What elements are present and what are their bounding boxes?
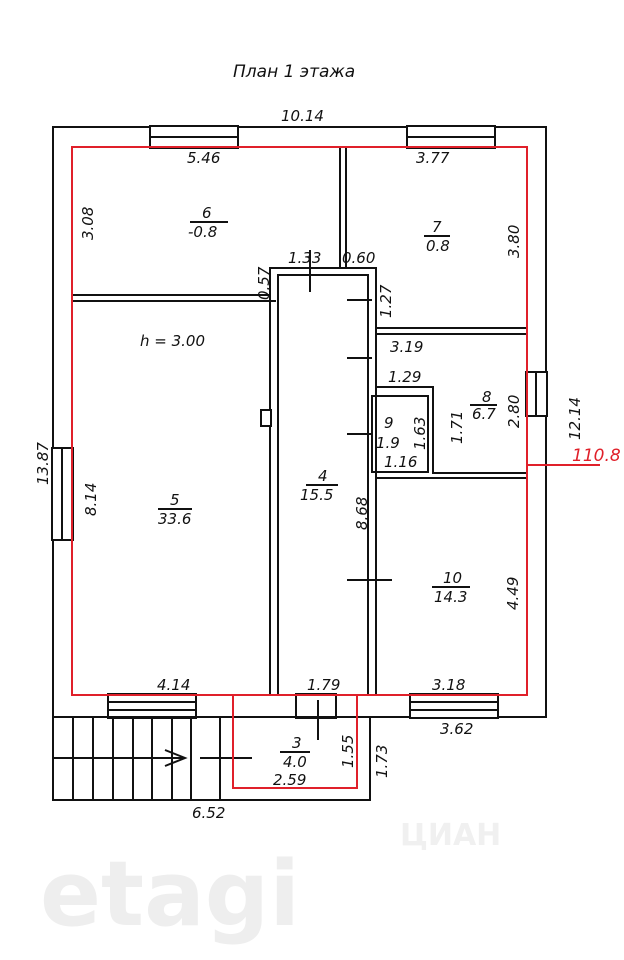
svg-text:1.71: 1.71 <box>448 411 466 444</box>
room-labels: 34.0 415.5 533.6 6-0.8 70.8 86.7 91.9 10… <box>140 204 497 771</box>
svg-text:8.14: 8.14 <box>82 483 100 516</box>
svg-text:3: 3 <box>292 734 302 752</box>
svg-text:4.14: 4.14 <box>157 676 190 694</box>
svg-text:10: 10 <box>443 569 462 587</box>
svg-text:1.73: 1.73 <box>373 745 391 778</box>
svg-text:3.80: 3.80 <box>505 225 523 258</box>
plan-title: План 1 этажа <box>233 62 355 82</box>
room-6-label: 6-0.8 <box>188 204 228 241</box>
svg-text:3.62: 3.62 <box>440 720 473 738</box>
svg-text:8: 8 <box>482 388 492 406</box>
window-bottom-right <box>409 693 499 719</box>
total-area: 110.8 <box>572 446 621 466</box>
svg-text:13.87: 13.87 <box>34 442 52 485</box>
svg-text:0.60: 0.60 <box>342 249 375 267</box>
svg-text:1.79: 1.79 <box>307 676 340 694</box>
svg-text:-0.8: -0.8 <box>188 223 217 241</box>
svg-text:3.77: 3.77 <box>416 149 450 167</box>
svg-text:1.16: 1.16 <box>384 453 417 471</box>
watermark-cian: ЦИАН <box>400 818 501 853</box>
svg-text:33.6: 33.6 <box>158 510 191 528</box>
watermark-etagi: etagi <box>40 842 300 947</box>
svg-text:8.68: 8.68 <box>353 497 371 530</box>
room-9-label: 91.9 <box>376 414 400 452</box>
svg-text:5: 5 <box>170 491 180 509</box>
area-outline <box>71 146 600 789</box>
svg-text:0.57: 0.57 <box>255 266 273 300</box>
svg-text:3.19: 3.19 <box>390 338 423 356</box>
window-bottom-left <box>107 693 197 719</box>
svg-text:9: 9 <box>384 414 394 432</box>
svg-text:2.59: 2.59 <box>273 771 306 789</box>
svg-text:1.27: 1.27 <box>377 284 395 318</box>
svg-text:4: 4 <box>318 467 328 485</box>
room-4-label: 415.5 <box>300 467 338 504</box>
entrance-door <box>295 693 337 719</box>
dimensions: 10.14 5.46 3.77 1.33 0.60 3.19 1.29 1.16… <box>34 107 584 822</box>
svg-text:7: 7 <box>432 218 442 236</box>
svg-text:1.33: 1.33 <box>288 249 321 267</box>
room-3-label: 34.0 <box>280 734 310 771</box>
porch-stairs <box>52 716 371 801</box>
room-7-label: 70.8 <box>424 218 450 255</box>
svg-text:10.14: 10.14 <box>281 107 324 125</box>
svg-text:12.14: 12.14 <box>566 397 584 440</box>
svg-text:1.55: 1.55 <box>339 735 357 768</box>
svg-text:0.8: 0.8 <box>426 237 450 255</box>
room-5-label: 533.6 <box>158 491 192 528</box>
svg-text:15.5: 15.5 <box>300 486 333 504</box>
svg-text:1.9: 1.9 <box>376 434 400 452</box>
svg-text:4.0: 4.0 <box>283 753 307 771</box>
svg-text:14.3: 14.3 <box>434 588 467 606</box>
svg-text:2.80: 2.80 <box>505 395 523 428</box>
svg-text:3.08: 3.08 <box>79 207 97 240</box>
svg-text:3.18: 3.18 <box>432 676 465 694</box>
svg-text:5.46: 5.46 <box>187 149 220 167</box>
dimension-ticks <box>309 250 392 740</box>
svg-text:1.29: 1.29 <box>388 368 421 386</box>
svg-text:6.52: 6.52 <box>192 804 225 822</box>
room-8-label: 86.7 <box>470 388 497 423</box>
ceiling-height: h = 3.00 <box>140 332 205 350</box>
stairs-arrow-icon <box>164 749 188 767</box>
svg-text:6: 6 <box>202 204 212 222</box>
svg-text:1.63: 1.63 <box>411 417 429 450</box>
svg-text:6.7: 6.7 <box>472 405 496 423</box>
svg-text:4.49: 4.49 <box>504 577 522 610</box>
